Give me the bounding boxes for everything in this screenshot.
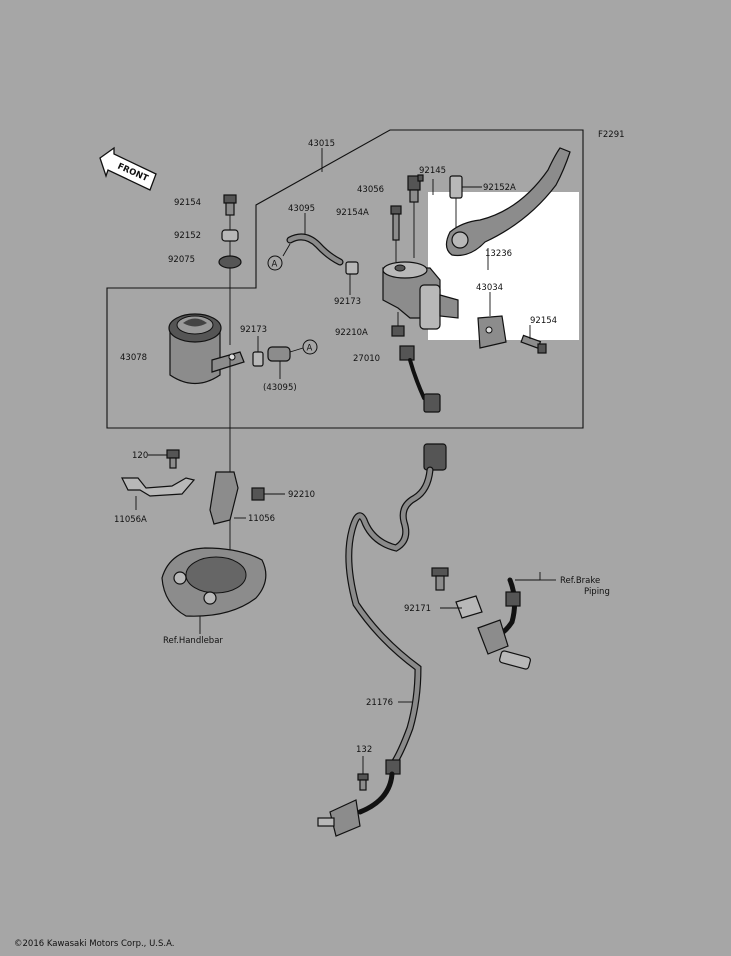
label-11056: 11056 — [248, 514, 275, 524]
bolt-120-part — [166, 449, 180, 469]
label-92154A: 92154A — [336, 208, 369, 218]
label-92171: 92171 — [404, 604, 431, 614]
hose-43095-lower-part — [267, 346, 291, 362]
copyright-text: ©2016 Kawasaki Motors Corp., U.S.A. — [14, 939, 174, 949]
label-ref-handlebar: Ref.Handlebar — [163, 636, 223, 646]
bracket-11056-part — [209, 471, 239, 525]
bolt-92154-right-part — [520, 334, 547, 354]
label-92210A: 92210A — [335, 328, 368, 338]
master-cylinder-43015-part — [382, 261, 459, 330]
bolt-92154-part — [223, 194, 237, 216]
label-92152: 92152 — [174, 231, 201, 241]
hose-43095-upper-part — [286, 233, 344, 266]
label-43095: 43095 — [288, 204, 315, 214]
ref-marker-upper — [267, 255, 283, 271]
switch-27010-part — [399, 345, 441, 413]
label-43015: 43015 — [308, 139, 335, 149]
clamp-92173-upper-part — [345, 261, 359, 275]
label-132: 132 — [356, 745, 372, 755]
holder-43034-part — [477, 315, 507, 349]
reservoir-43078-part — [168, 313, 245, 385]
ref-marker-upper-label: A — [272, 260, 278, 270]
label-92145: 92145 — [419, 166, 446, 176]
label-92154-right: 92154 — [530, 316, 557, 326]
sleeve-92152A-part — [449, 175, 463, 199]
brake-piping-fitting-part — [431, 567, 531, 670]
label-43095-ref: (43095) — [263, 383, 297, 393]
label-120: 120 — [132, 451, 148, 461]
clamp-11056A-part — [121, 477, 196, 497]
assembly-frame — [106, 129, 584, 429]
label-92173-lower: 92173 — [240, 325, 267, 335]
washer-92152-part — [221, 229, 239, 242]
label-92075: 92075 — [168, 255, 195, 265]
lever-13236-part — [445, 147, 571, 257]
nut-92210A-part — [391, 325, 405, 337]
pin-92145-part — [417, 174, 424, 182]
label-92154-top: 92154 — [174, 198, 201, 208]
label-13236: 13236 — [485, 249, 512, 259]
bolt-92154A-part — [390, 205, 402, 241]
ref-marker-lower-label: A — [307, 344, 313, 354]
label-92173-upper: 92173 — [334, 297, 361, 307]
ref-marker-lower — [302, 339, 318, 355]
label-11056A: 11056A — [114, 515, 147, 525]
label-ref-brake: Ref.Brake — [560, 576, 600, 586]
handlebar-part — [161, 547, 267, 617]
nut-92210-part — [251, 487, 265, 501]
grommet-92075-part — [218, 255, 242, 269]
front-arrow-icon: FRONT — [99, 146, 157, 191]
label-43056: 43056 — [357, 185, 384, 195]
harness-21176-part — [317, 443, 447, 837]
label-ref-brake-piping: Piping — [584, 587, 610, 597]
label-92152A: 92152A — [483, 183, 516, 193]
label-21176: 21176 — [366, 698, 393, 708]
label-27010: 27010 — [353, 354, 380, 364]
bolt-132-part — [357, 773, 369, 791]
figure-code: F2291 — [598, 130, 625, 140]
label-43078: 43078 — [120, 353, 147, 363]
clamp-92173-lower-part — [252, 351, 264, 367]
label-92210: 92210 — [288, 490, 315, 500]
label-43034: 43034 — [476, 283, 503, 293]
